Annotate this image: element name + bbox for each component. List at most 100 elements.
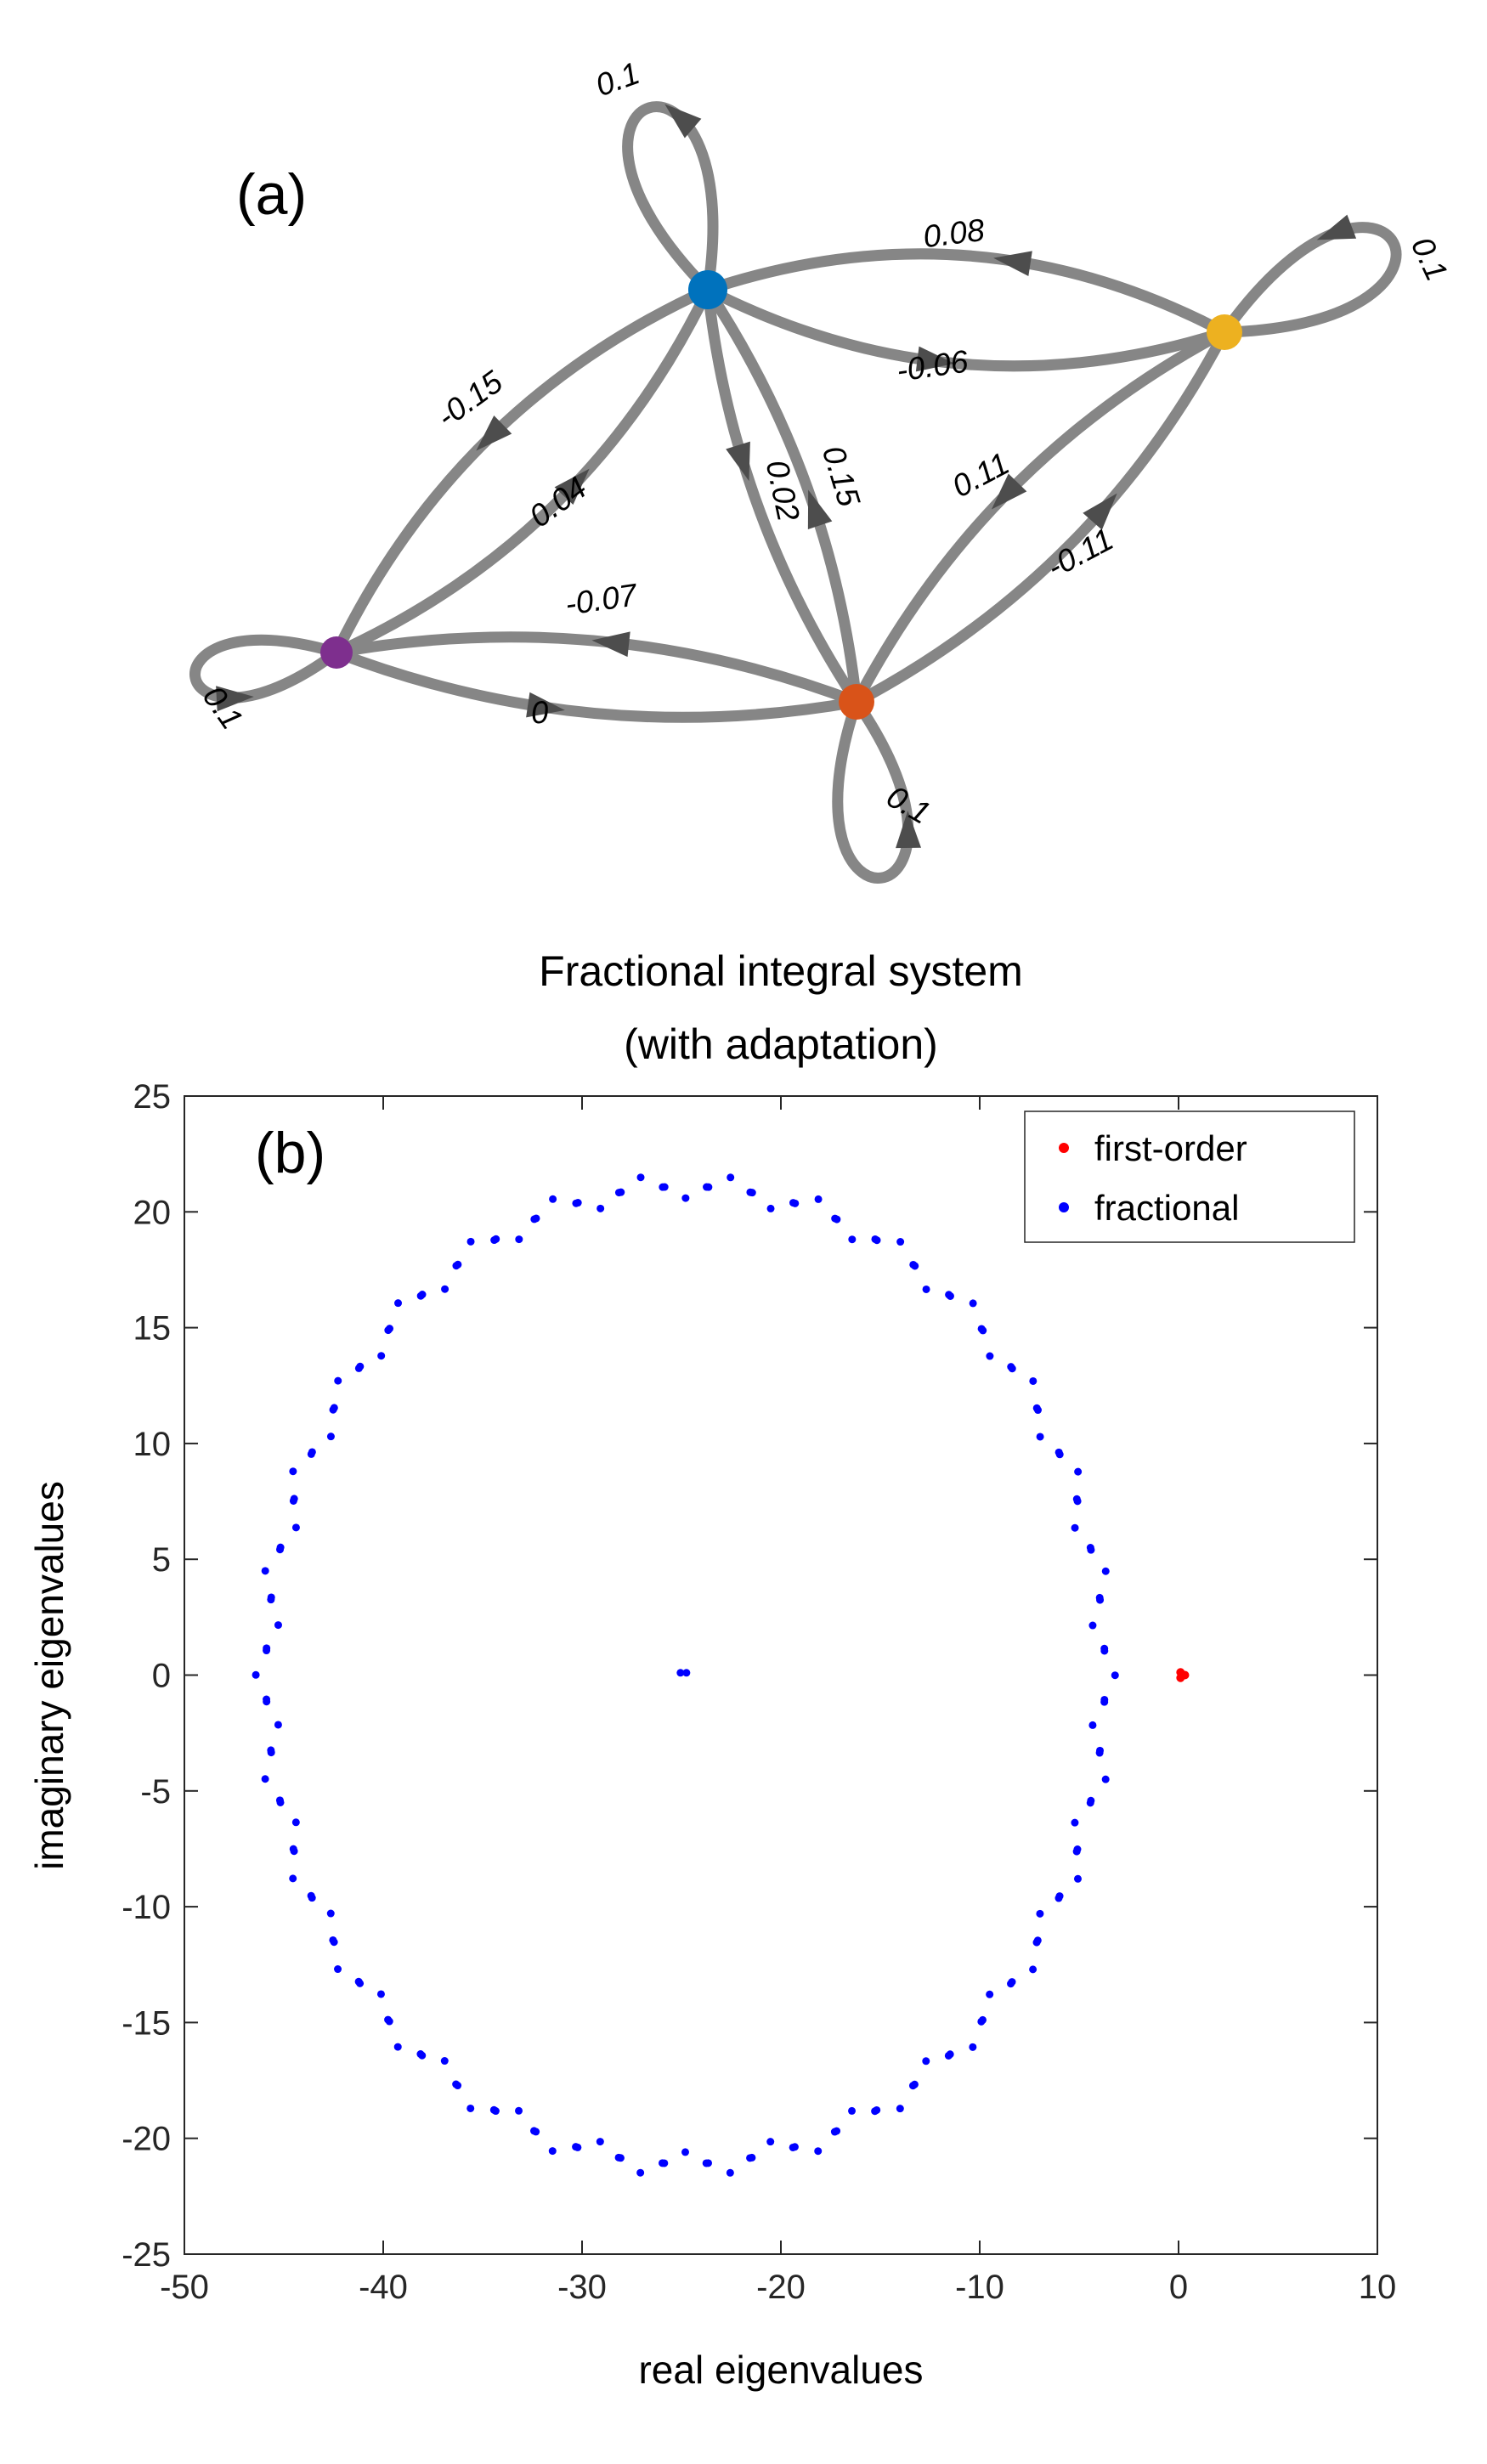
fractional-eigenvalue-dot [979, 2015, 987, 2024]
network-node-orange [839, 684, 874, 720]
self-loop-arrow-icon [664, 104, 702, 138]
fractional-eigenvalue-dot [946, 2050, 954, 2059]
fractional-eigenvalue-dot [1029, 1965, 1038, 1974]
fractional-eigenvalue-dot [334, 1965, 342, 1974]
fractional-eigenvalue-dot [354, 1364, 363, 1372]
fractional-eigenvalue-dot [636, 1173, 645, 1182]
legend: first-order fractional [1024, 1110, 1355, 1243]
fractional-eigenvalue-dot [848, 1235, 857, 1244]
fractional-eigenvalue-dot [660, 2159, 669, 2167]
fractional-eigenvalue-dot [274, 1721, 282, 1729]
edge-arrow-icon [554, 468, 590, 505]
edge-weight-label: -0.07 [563, 577, 641, 622]
network-arrows-layer [476, 251, 1117, 718]
panel-a-label: (a) [236, 162, 307, 227]
fractional-eigenvalue-dot [326, 1433, 335, 1441]
legend-box [1024, 1110, 1355, 1243]
fractional-eigenvalue-dot [549, 1195, 557, 1203]
self-loop-orange [832, 696, 922, 884]
fractional-eigenvalue-dot [873, 2105, 881, 2114]
fractional-eigenvalue-dot [616, 2154, 625, 2162]
x-tick-label: -20 [756, 2269, 806, 2306]
fractional-eigenvalue-dot [614, 1189, 623, 1197]
fractional-eigenvalue-dot [1071, 1818, 1079, 1827]
y-tick-label: -15 [122, 2004, 171, 2042]
network-edge-blue-yellow [702, 284, 1230, 372]
fractional-eigenvalue-dot [440, 2057, 449, 2066]
fractional-eigenvalue-dot [703, 1183, 711, 1191]
edge-arrow-icon [993, 251, 1032, 276]
edge-weight-label: 0.1 [881, 779, 936, 831]
self-loop-arrow-icon [896, 810, 922, 849]
legend-label-first-order: first-order [1094, 1128, 1247, 1168]
eigenvalue-plot-panel: Fractional integral system (with adaptat… [27, 947, 1396, 2392]
fractional-eigenvalue-dot [441, 1285, 449, 1293]
fractional-eigenvalue-dot [491, 2107, 500, 2116]
fractional-eigenvalue-dot [1029, 1376, 1038, 1385]
fractional-eigenvalue-dot [416, 1291, 425, 1300]
fractional-eigenvalue-dot [393, 2043, 402, 2051]
panel-b-label: (b) [255, 1121, 325, 1185]
fractional-eigenvalue-dot [466, 2104, 475, 2112]
network-node-purple [320, 636, 353, 669]
fractional-eigenvalue-dot [274, 1621, 282, 1630]
fractional-eigenvalue-dot [356, 1979, 365, 1987]
edge-arrow-icon [591, 631, 630, 658]
fractional-eigenvalue-dot [289, 1874, 297, 1883]
fractional-eigenvalue-dot [945, 1291, 953, 1299]
self-loop-purple [189, 634, 342, 712]
y-axis-label: imaginary eigenvalues [27, 1481, 71, 1870]
fractional-eigenvalue-dot [308, 1894, 316, 1902]
fractional-eigenvalue-dot [748, 2153, 756, 2162]
network-edge-orange-blue [702, 284, 862, 708]
fractional-eigenvalue-dot [532, 2128, 540, 2136]
fractional-eigenvalue-dot [330, 1938, 338, 1947]
fractional-eigenvalue-dot [727, 1173, 735, 1182]
self-loop-path [1218, 222, 1402, 338]
chart-title-line-1: Fractional integral system [539, 947, 1023, 995]
fractional-eigenvalue-dot [548, 2147, 557, 2156]
fractional-eigenvalue-dot [530, 1215, 539, 1224]
fractional-eigenvalue-dot [986, 1990, 994, 1998]
fractional-eigenvalue-dot [896, 1238, 905, 1246]
fractional-eigenvalue-dot [1054, 1448, 1063, 1456]
fractional-eigenvalue-dot [1088, 1621, 1097, 1630]
fractional-eigenvalue-dot [1055, 1892, 1064, 1901]
legend-label-fractional: fractional [1094, 1188, 1239, 1228]
fractional-eigenvalue-dot [291, 1818, 300, 1827]
y-tick-label: 25 [133, 1078, 172, 1116]
fractional-eigenvalue-dot [1033, 1936, 1042, 1945]
fractional-center-dot [682, 1669, 691, 1677]
first-order-eigenvalue-dot [1180, 1670, 1190, 1680]
fractional-eigenvalue-dot [1071, 1523, 1079, 1532]
fractional-eigenvalue-dot [326, 1909, 335, 1918]
x-tick-label: -40 [359, 2269, 408, 2306]
fractional-eigenvalue-dot [1072, 1495, 1081, 1503]
x-tick-label: -30 [557, 2269, 607, 2306]
fractional-eigenvalue-dot [261, 1567, 269, 1575]
fractional-eigenvalue-dot [922, 2057, 930, 2066]
fractional-eigenvalue-dot [596, 1204, 605, 1212]
fractional-eigenvalue-dot [276, 1798, 285, 1806]
x-tick-label: -50 [160, 2269, 209, 2306]
network-edge-yellow-blue [702, 248, 1230, 338]
y-tick-label: -20 [122, 2121, 171, 2158]
plot-box [184, 1095, 1378, 2255]
fractional-eigenvalue-dot [574, 2143, 582, 2151]
edge-arrow-icon [807, 489, 833, 529]
fractional-eigenvalue-dot [466, 1237, 475, 1246]
fractional-eigenvalue-dot [790, 2143, 799, 2151]
fractional-eigenvalue-dot [1101, 1775, 1110, 1783]
fractional-eigenvalue-dot [289, 1467, 297, 1476]
self-loop-arrow-icon [1316, 214, 1357, 240]
fractional-eigenvalue-dot [896, 2105, 904, 2113]
fractional-eigenvalue-dot [334, 1376, 342, 1385]
fractional-eigenvalue-dot [490, 1236, 499, 1245]
fractional-eigenvalue-dot [1095, 1593, 1104, 1602]
fractional-eigenvalue-dot [267, 1596, 275, 1604]
chart-title-line-2: (with adaptation) [624, 1020, 938, 1068]
fractional-eigenvalue-dot [1087, 1796, 1095, 1805]
network-edge-purple-blue [331, 284, 714, 658]
network-edge-blue-orange [702, 284, 862, 708]
